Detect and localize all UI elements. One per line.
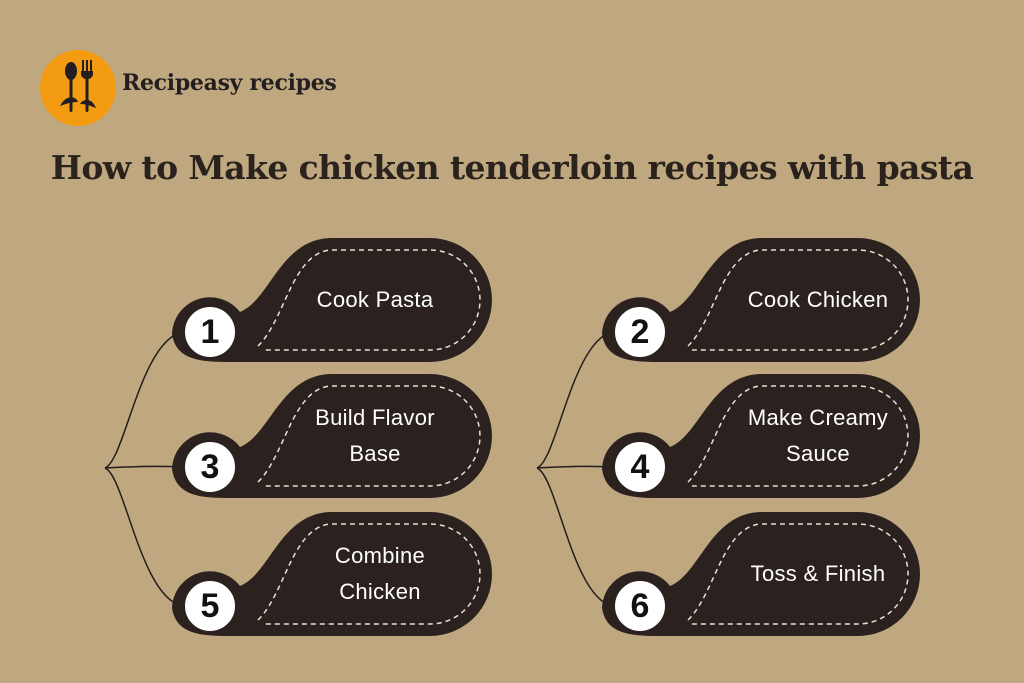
- step-2-bubble: [602, 238, 920, 362]
- step-5-label: Combine Chicken: [334, 543, 426, 604]
- step-6-number: 6: [630, 587, 650, 625]
- step-4-bubble: [602, 374, 920, 498]
- step-3-bubble: [172, 374, 492, 498]
- step-1-bubble: [172, 238, 492, 362]
- step-3-label: Build Flavor Base: [315, 405, 435, 466]
- left-connector: [104, 331, 183, 607]
- step-2-number: 2: [630, 313, 650, 351]
- step-2-label: Cook Chicken: [747, 287, 889, 312]
- step-4-label: Make Creamy Sauce: [747, 405, 889, 466]
- step-5-bubble: [172, 512, 492, 636]
- page-title: How to Make chicken tenderloin recipes w…: [50, 148, 974, 187]
- step-4-number: 4: [630, 448, 650, 486]
- step-1-number: 1: [200, 313, 220, 351]
- brand-logo: [40, 50, 116, 126]
- step-1-label: Cook Pasta: [316, 287, 434, 312]
- right-connector: [536, 331, 613, 607]
- spoon-fork-icon: [60, 60, 96, 112]
- step-6-bubble: [602, 512, 920, 636]
- step-5-number: 5: [200, 587, 220, 625]
- step-6-label: Toss & Finish: [750, 561, 886, 586]
- step-3-number: 3: [200, 448, 220, 486]
- brand-name: Recipeasy recipes: [122, 70, 337, 96]
